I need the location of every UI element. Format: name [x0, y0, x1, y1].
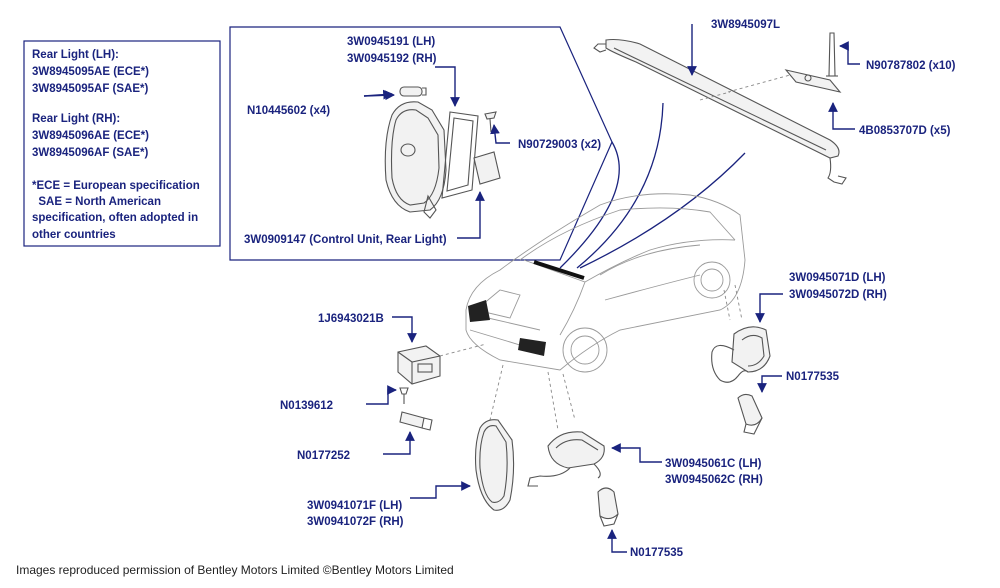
label-screw-n0139612: N0139612	[280, 400, 333, 412]
label-rear-light-rh: 3W0945192 (RH)	[347, 53, 437, 65]
legend-lh-title: Rear Light (LH):	[32, 49, 119, 61]
control-unit	[473, 151, 501, 185]
label-side-lamp-lh: 3W0945071D (LH)	[789, 272, 886, 284]
car-outline	[439, 193, 746, 431]
bulb-n0177535-right	[737, 393, 763, 435]
label-bulb-n0177252: N0177252	[297, 450, 350, 462]
label-control-unit: 3W0909147 (Control Unit, Rear Light)	[244, 234, 447, 246]
legend-note-1: *ECE = European specification	[32, 180, 200, 192]
label-bulb-n0177535-bottom: N0177535	[630, 547, 684, 559]
reflector	[474, 419, 515, 511]
bulb-n10445602	[399, 86, 427, 97]
label-clip-4b0853707d: 4B0853707D (x5)	[859, 125, 951, 137]
label-reflector-lh: 3W0941071F (LH)	[307, 500, 402, 512]
legend-note-3: specification, often adopted in	[32, 212, 198, 224]
bulb-n0177535-bottom	[597, 487, 619, 527]
rear-light-inset	[229, 26, 613, 261]
screw-n0139612	[399, 387, 409, 404]
car-rear-light-right	[518, 338, 546, 356]
stud-n90787802	[826, 32, 838, 77]
rear-light-housing	[384, 101, 447, 213]
legend-lh-part-2: 3W8945095AF (SAE*)	[32, 83, 148, 95]
side-marker	[527, 431, 605, 487]
label-stud-n90787802: N90787802 (x10)	[866, 60, 956, 72]
car-high-brake-light	[533, 260, 585, 280]
label-brake-light: 3W8945097L	[711, 19, 780, 31]
label-screw-n90729003: N90729003 (x2)	[518, 139, 601, 151]
label-bulb-n0177535-right: N0177535	[786, 371, 840, 383]
legend-box: Rear Light (LH): 3W8945095AE (ECE*) 3W89…	[23, 40, 221, 247]
credit-text: Images reproduced permission of Bentley …	[16, 563, 454, 577]
car-rear-light-left	[468, 300, 490, 322]
side-lamp	[711, 326, 771, 383]
label-side-marker-lh: 3W0945061C (LH)	[665, 458, 762, 470]
label-reflector-rh: 3W0941072F (RH)	[307, 516, 404, 528]
legend-note-4: other countries	[32, 229, 116, 241]
number-plate-light	[397, 345, 441, 385]
high-level-brake-light	[593, 38, 847, 185]
screw-n90729003	[484, 111, 497, 133]
label-rear-light-lh: 3W0945191 (LH)	[347, 36, 435, 48]
legend-rh-part-2: 3W8945096AF (SAE*)	[32, 147, 148, 159]
legend-rh-title: Rear Light (RH):	[32, 113, 120, 125]
label-side-marker-rh: 3W0945062C (RH)	[665, 474, 763, 486]
label-bulb-n10445602: N10445602 (x4)	[247, 105, 330, 117]
legend-rh-part-1: 3W8945096AE (ECE*)	[32, 130, 149, 142]
clip-4b0853707d	[784, 69, 842, 93]
legend-lh-part-1: 3W8945095AE (ECE*)	[32, 66, 149, 78]
label-plate-light: 1J6943021B	[318, 313, 384, 325]
label-side-lamp-rh: 3W0945072D (RH)	[789, 289, 887, 301]
bulb-n0177252	[399, 411, 433, 431]
legend-note-2: SAE = North American	[32, 196, 161, 208]
rear-light-gasket	[441, 111, 479, 199]
